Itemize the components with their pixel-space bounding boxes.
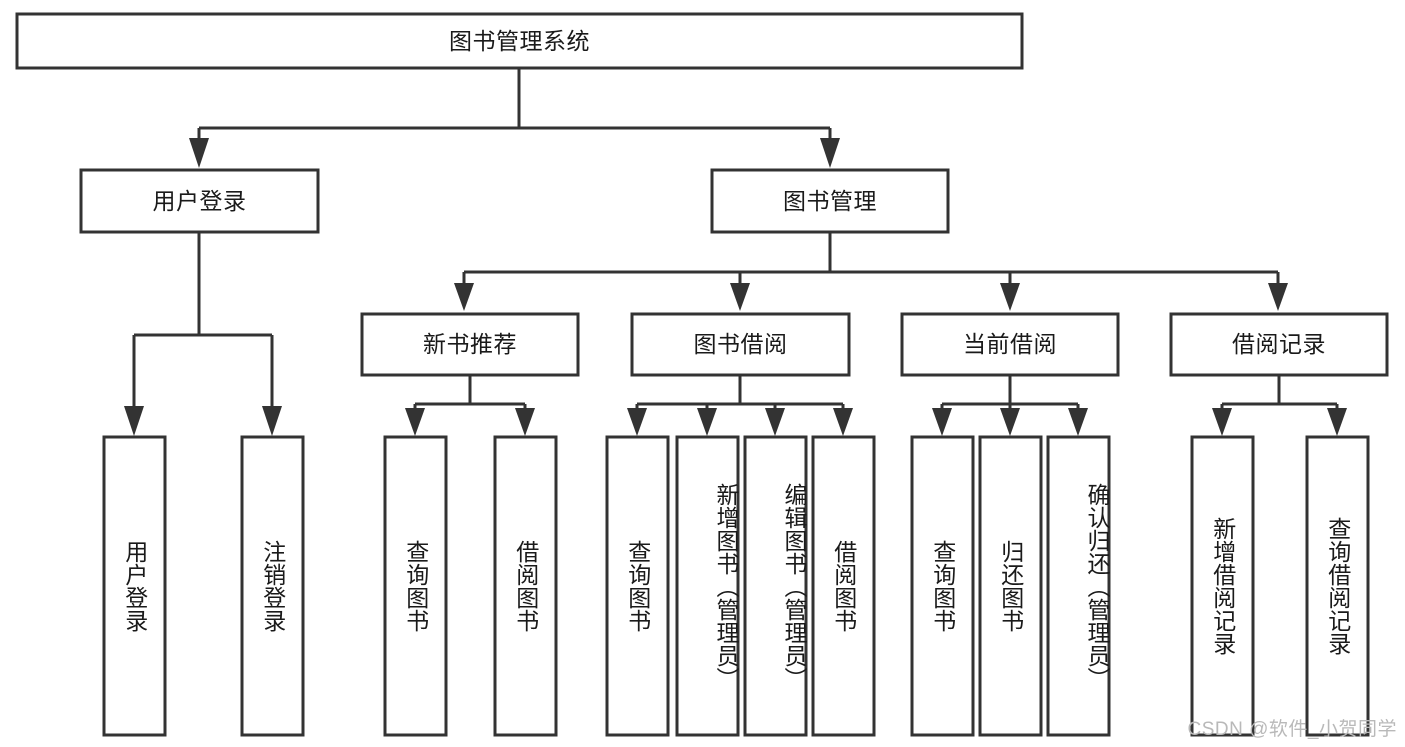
arrow-head-bb-add-book [697, 408, 717, 436]
arrow-head-book-manage [820, 138, 840, 168]
connector-group-book-manage [454, 232, 1288, 311]
node-box-leaf-user-login[interactable] [102, 435, 167, 737]
arrow-head-br-query-record [1327, 408, 1347, 436]
node-box-leaf-br-query-record[interactable] [1305, 435, 1370, 737]
node-box-leaf-cb-return-book[interactable] [978, 435, 1043, 737]
node-box-book-manage[interactable] [710, 168, 950, 234]
node-box-leaf-cb-confirm-return[interactable] [1046, 435, 1111, 737]
arrow-head-br-add-record [1212, 408, 1232, 436]
node-box-leaf-bb-borrow-book[interactable] [811, 435, 876, 737]
node-box-leaf-logout[interactable] [240, 435, 305, 737]
connector-group-new-book-recommend [405, 375, 535, 436]
node-box-root[interactable] [15, 12, 1024, 70]
connector-group-user-login [124, 232, 282, 436]
node-box-current-borrow[interactable] [900, 312, 1120, 377]
arrow-head-nb-borrow-book [515, 408, 535, 436]
arrow-head-bb-borrow-book [833, 408, 853, 436]
arrow-head-cb-confirm-return [1068, 408, 1088, 436]
node-box-borrow-record[interactable] [1169, 312, 1389, 377]
node-box-leaf-bb-edit-book[interactable] [743, 435, 808, 737]
arrow-head-book-borrow [730, 283, 750, 311]
node-box-leaf-bb-query-book[interactable] [605, 435, 670, 737]
arrow-head-leaf-logout [262, 406, 282, 436]
arrow-head-new-book [454, 283, 474, 311]
arrow-head-bb-query-book [627, 408, 647, 436]
arrow-head-cb-query-book [932, 408, 952, 436]
node-box-user-login[interactable] [79, 168, 320, 234]
arrow-head-leaf-user-login [124, 406, 144, 436]
node-box-leaf-br-add-record[interactable] [1190, 435, 1255, 737]
connector-group-book-borrow [627, 375, 853, 436]
node-box-leaf-nb-borrow-book[interactable] [493, 435, 558, 737]
node-box-leaf-cb-query-book[interactable] [910, 435, 975, 737]
node-box-leaf-bb-add-book[interactable] [675, 435, 740, 737]
arrow-head-borrow-record [1268, 283, 1288, 311]
arrow-head-current-borrow [1000, 283, 1020, 311]
connector-group-borrow-record [1212, 375, 1347, 436]
arrow-head-user-login [189, 138, 209, 168]
connector-group-current-borrow [932, 375, 1088, 436]
arrow-head-cb-return-book [1000, 408, 1020, 436]
node-box-new-book-recommend[interactable] [360, 312, 580, 377]
node-box-leaf-nb-query-book[interactable] [383, 435, 448, 737]
node-box-book-borrow[interactable] [630, 312, 851, 377]
arrow-head-nb-query-book [405, 408, 425, 436]
connector-group-root [189, 69, 840, 168]
arrow-head-bb-edit-book [765, 408, 785, 436]
